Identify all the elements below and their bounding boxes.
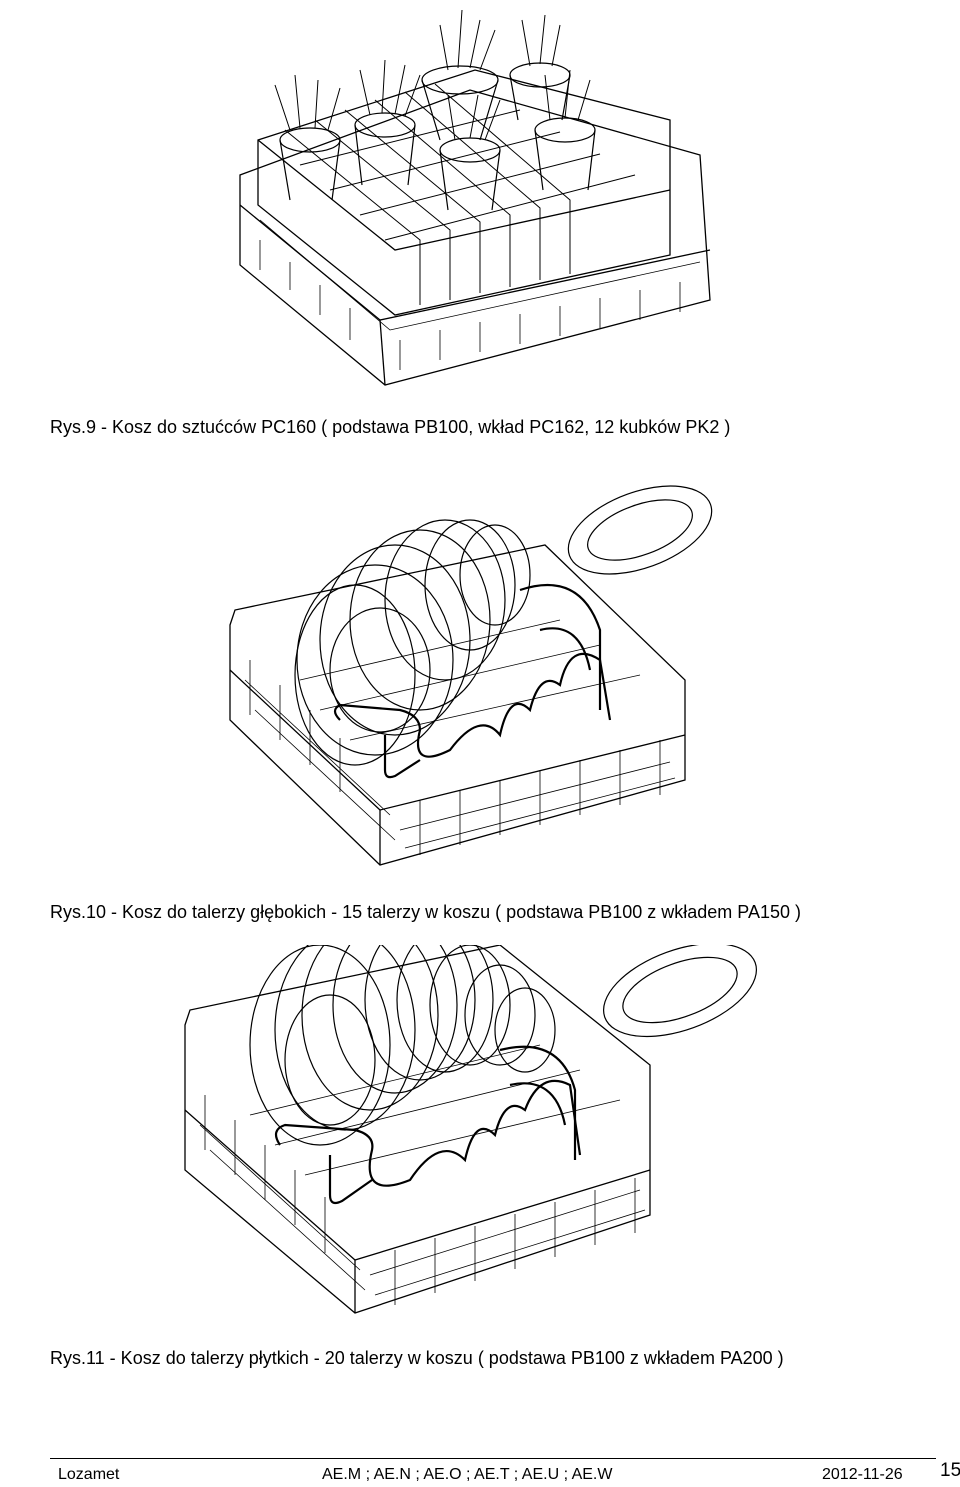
figure-9-caption: Rys.9 - Kosz do sztućców PC160 ( podstaw…	[50, 417, 731, 437]
footer-document-codes: AE.M ; AE.N ; AE.O ; AE.T ; AE.U ; AE.W	[322, 1466, 613, 1483]
figure-flat-plate-basket	[0, 945, 960, 1325]
figure-cutlery-basket	[0, 0, 960, 395]
figure-11-caption: Rys.11 - Kosz do talerzy płytkich - 20 t…	[50, 1348, 784, 1368]
figure-10-caption: Rys.10 - Kosz do talerzy głębokich - 15 …	[50, 902, 802, 922]
deep-plate-basket-illustration	[229, 485, 713, 866]
footer-date: 2012-11-26	[822, 1466, 903, 1483]
cutlery-basket-illustration	[239, 9, 711, 386]
page-number: 15	[940, 1460, 960, 1481]
figure-deep-plate-basket	[0, 470, 960, 875]
footer-company: Lozamet	[58, 1466, 120, 1483]
flat-plate-basket-illustration	[184, 945, 758, 1314]
footer-rule	[50, 1458, 936, 1459]
